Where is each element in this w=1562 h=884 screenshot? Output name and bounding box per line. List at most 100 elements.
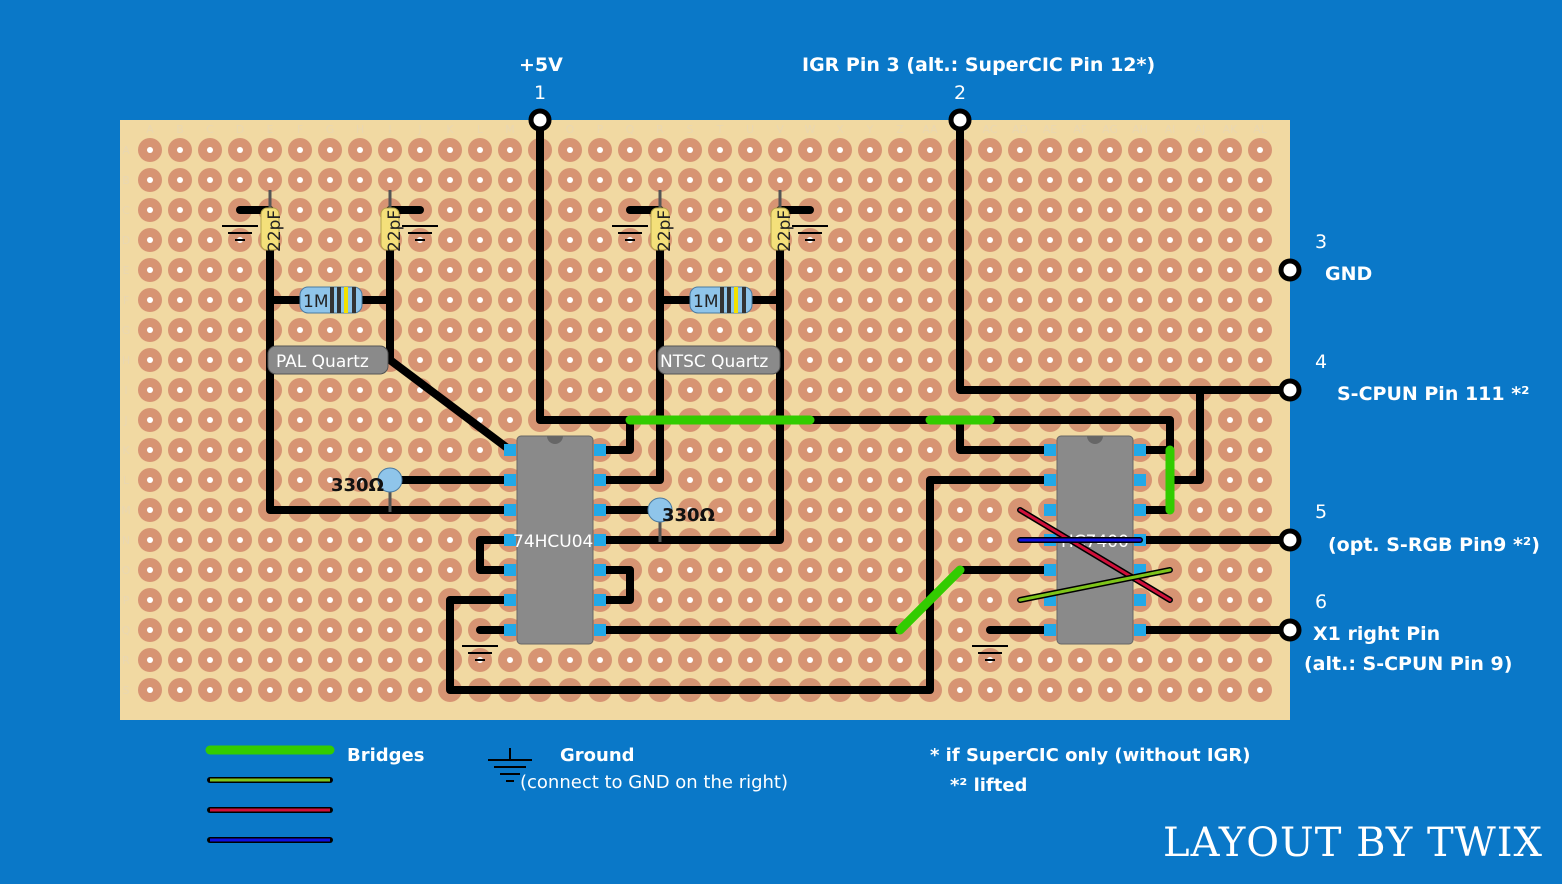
pad-hole (207, 147, 213, 153)
pad-hole (1077, 297, 1083, 303)
pad-hole (417, 597, 423, 603)
pad-hole (207, 687, 213, 693)
row-label: M (121, 504, 131, 517)
column-label: I (388, 123, 391, 136)
pad-hole (1107, 207, 1113, 213)
pad-hole (1017, 687, 1023, 693)
pad-hole (837, 387, 843, 393)
legend-ground-icon (488, 748, 532, 782)
pad-hole (357, 327, 363, 333)
pad-hole (357, 687, 363, 693)
row-label: D (122, 234, 130, 247)
pad-hole (1197, 267, 1203, 273)
pad-hole (1257, 477, 1263, 483)
pad-hole (357, 597, 363, 603)
pad-hole (567, 207, 573, 213)
pad-hole (1047, 657, 1053, 663)
pad-hole (897, 657, 903, 663)
pad-hole (1017, 297, 1023, 303)
pad-hole (237, 597, 243, 603)
pad-hole (327, 417, 333, 423)
column-label: AE (1043, 123, 1058, 136)
pad-hole (357, 567, 363, 573)
pad-hole (177, 357, 183, 363)
pad-hole (147, 387, 153, 393)
pad-hole (1197, 567, 1203, 573)
pad-hole (447, 297, 453, 303)
pad-hole (837, 597, 843, 603)
pad-hole (147, 267, 153, 273)
pad-hole (717, 597, 723, 603)
pad-hole (777, 657, 783, 663)
terminals (528, 108, 1302, 642)
res330-label: 330Ω (662, 505, 715, 526)
pad-hole (1227, 207, 1233, 213)
capacitor-1: 22pF (260, 190, 285, 252)
pad-hole (417, 327, 423, 333)
pad-hole (327, 477, 333, 483)
pad-hole (297, 477, 303, 483)
cap-label: 22pF (655, 210, 675, 252)
pad-hole (447, 537, 453, 543)
pad-hole (177, 237, 183, 243)
pad-hole (297, 207, 303, 213)
pad-hole (507, 357, 513, 363)
pad-hole (897, 267, 903, 273)
pad-hole (657, 597, 663, 603)
pad-hole (327, 147, 333, 153)
legend-note2: *² lifted (950, 775, 1027, 796)
pad-hole (747, 477, 753, 483)
pad-hole (327, 177, 333, 183)
pad-hole (987, 147, 993, 153)
pad-hole (417, 177, 423, 183)
pad-hole (1257, 267, 1263, 273)
pad-hole (897, 477, 903, 483)
chip-pin (1044, 474, 1056, 486)
pad-hole (1257, 237, 1263, 243)
wire-igr (956, 116, 1294, 394)
pad-hole (387, 597, 393, 603)
pad-hole (447, 387, 453, 393)
pad-hole (987, 327, 993, 333)
pad-hole (387, 687, 393, 693)
pad-hole (477, 237, 483, 243)
pad-hole (777, 147, 783, 153)
pad-hole (1227, 297, 1233, 303)
pad-hole (327, 627, 333, 633)
pad-hole (1257, 657, 1263, 663)
pad-hole (927, 177, 933, 183)
pad-hole (957, 657, 963, 663)
pad-hole (1047, 357, 1053, 363)
pad-hole (717, 657, 723, 663)
pad-hole (267, 147, 273, 153)
column-label: M (505, 123, 515, 136)
pad-hole (1107, 357, 1113, 363)
pad-hole (1257, 207, 1263, 213)
ntsc-quartz (657, 345, 781, 375)
pad-hole (747, 147, 753, 153)
pad-hole (1017, 147, 1023, 153)
pad-hole (897, 207, 903, 213)
pad-hole (657, 657, 663, 663)
chip-pin (504, 594, 516, 606)
pad-hole (387, 387, 393, 393)
pad-hole (987, 177, 993, 183)
pad-hole (537, 657, 543, 663)
label-scpun111: S-CPUN Pin 111 *² (1337, 383, 1530, 405)
pad-hole (867, 267, 873, 273)
row-label: N (122, 534, 130, 547)
pad-hole (1017, 237, 1023, 243)
pad-hole (147, 657, 153, 663)
pad-hole (897, 147, 903, 153)
ground-icon (612, 225, 648, 241)
pad-hole (1107, 657, 1113, 663)
pad-hole (1197, 147, 1203, 153)
pad-hole (837, 537, 843, 543)
pad-hole (447, 177, 453, 183)
pad-hole (147, 687, 153, 693)
pad-hole (147, 537, 153, 543)
bridges (625, 415, 1175, 635)
pad-hole (687, 657, 693, 663)
resistors-330: 330Ω 330Ω (331, 467, 715, 542)
pad-hole (657, 177, 663, 183)
